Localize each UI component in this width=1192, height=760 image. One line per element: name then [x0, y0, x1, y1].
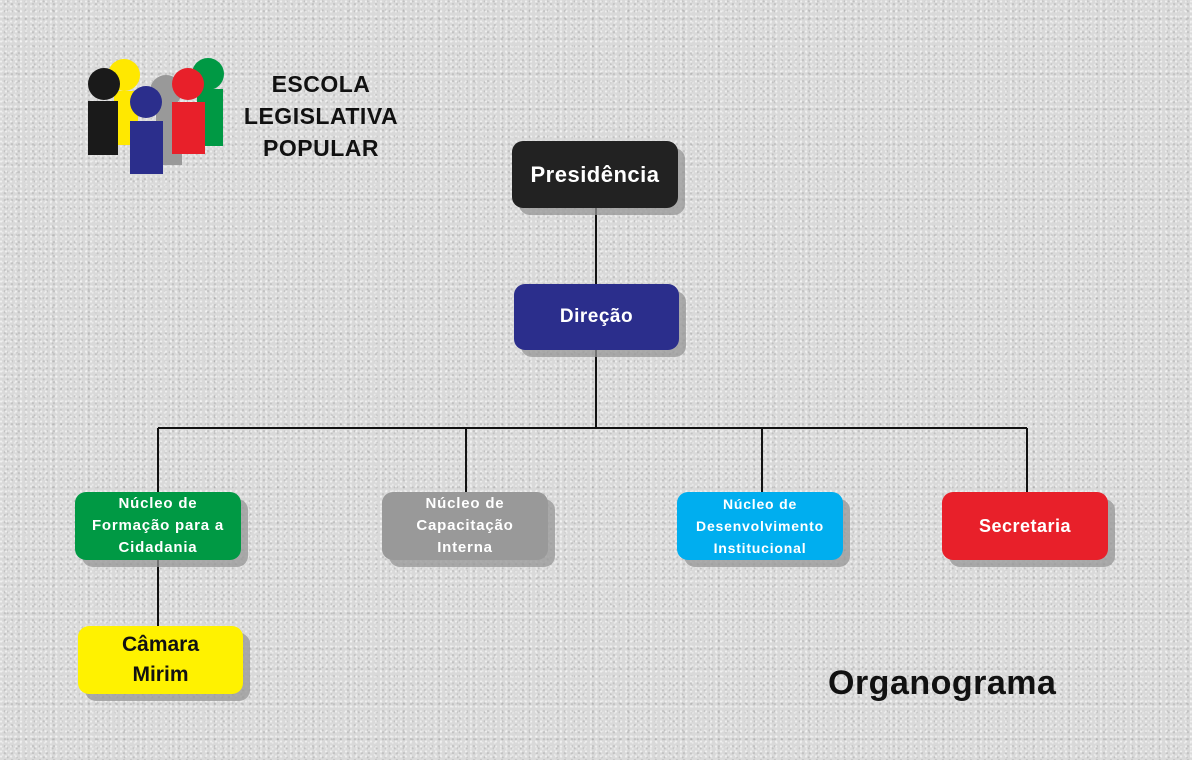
- logo-black-head: [88, 68, 120, 100]
- logo-black-body: [88, 101, 118, 155]
- node-capacitacao: Núcleo de Capacitação Interna: [382, 492, 548, 560]
- node-desenvolvimento-label: Núcleo de Desenvolvimento Institucional: [696, 496, 824, 556]
- logo-blue-head: [130, 86, 162, 118]
- node-formacao-label: Núcleo de Formação para a Cidadania: [91, 495, 225, 556]
- school-logo: [80, 55, 240, 180]
- node-presidencia: Presidência: [512, 141, 678, 208]
- node-camara-mirim-label: Câmara Mirim: [121, 633, 200, 686]
- node-direcao: Direção: [514, 284, 679, 350]
- logo-blue-body: [130, 121, 163, 174]
- node-presidencia-label: Presidência: [530, 161, 660, 187]
- node-camara-mirim: Câmara Mirim: [78, 626, 243, 694]
- school-name-line-1: ESCOLA: [271, 71, 371, 97]
- logo-red-body: [172, 102, 205, 154]
- node-capacitacao-label: Núcleo de Capacitação Interna: [416, 495, 514, 556]
- node-direcao-label: Direção: [559, 306, 634, 327]
- school-name-line-2: LEGISLATIVA: [243, 103, 399, 129]
- node-formacao: Núcleo de Formação para a Cidadania: [75, 492, 241, 560]
- school-name-line-3: POPULAR: [263, 135, 379, 161]
- logo-red-head: [172, 68, 204, 100]
- node-secretaria-label: Secretaria: [978, 515, 1072, 536]
- chart-title: Organograma: [828, 664, 1057, 702]
- node-secretaria: Secretaria: [942, 492, 1108, 560]
- school-name: ESCOLA LEGISLATIVA POPULAR: [236, 68, 406, 164]
- node-desenvolvimento: Núcleo de Desenvolvimento Institucional: [677, 492, 843, 560]
